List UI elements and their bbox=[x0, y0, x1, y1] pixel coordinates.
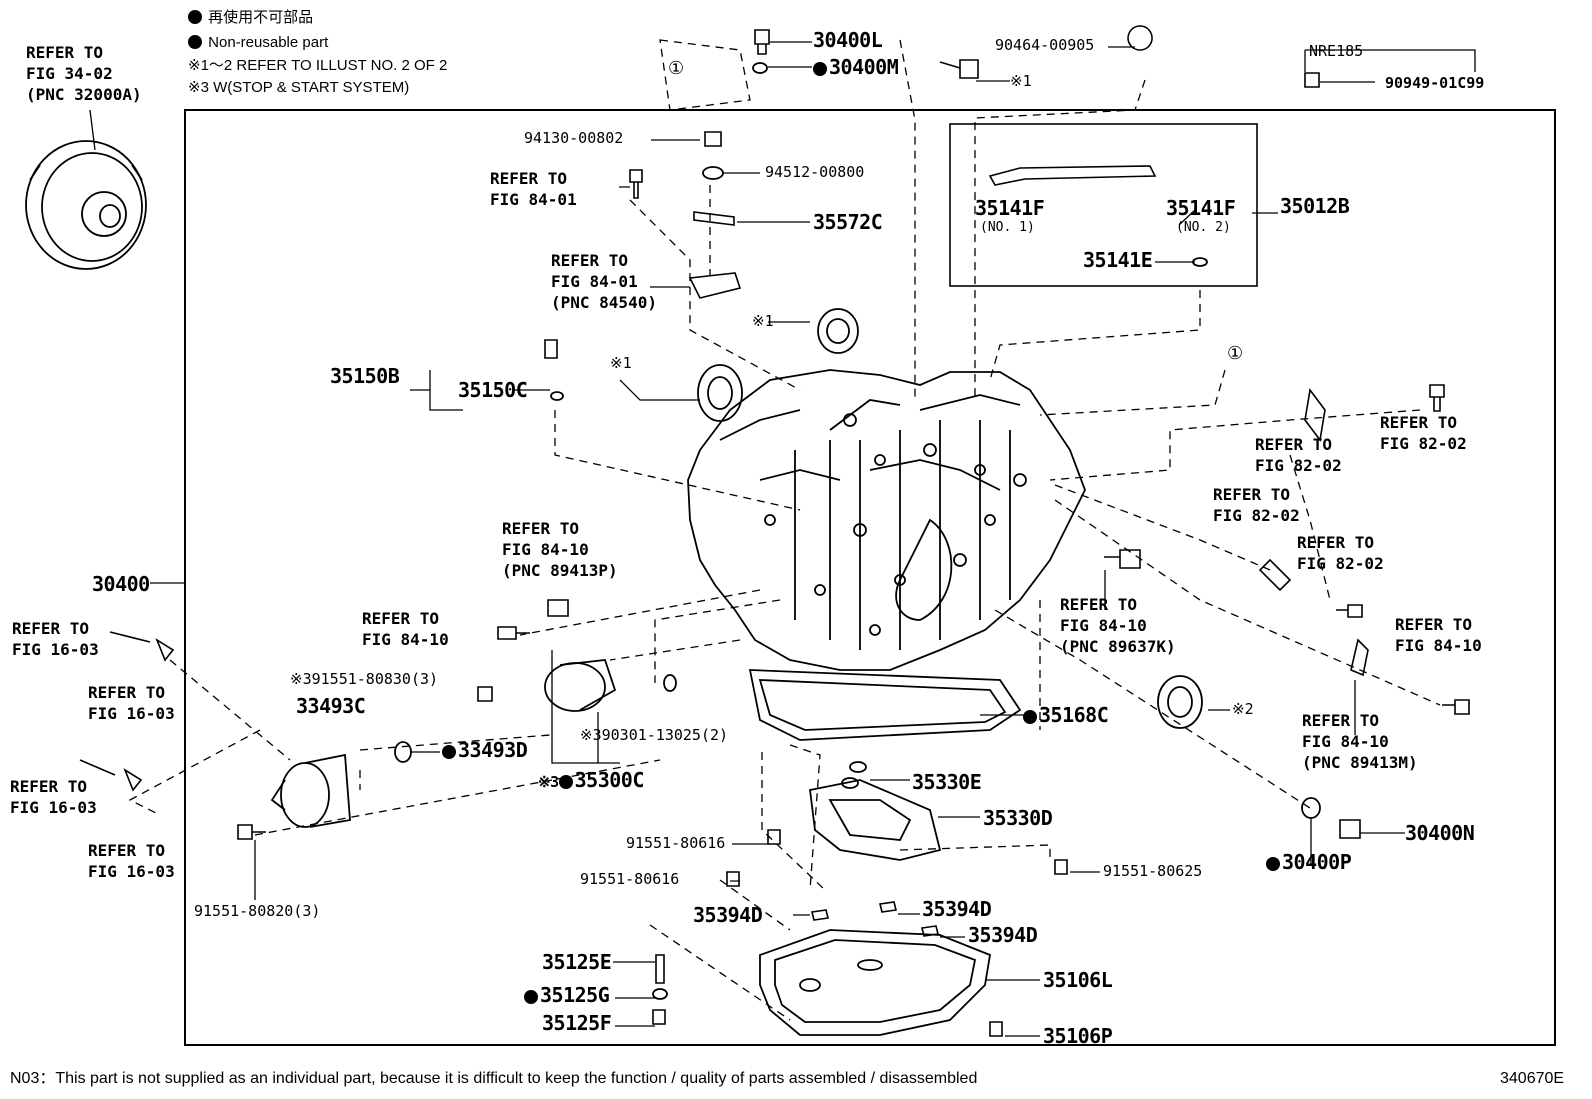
oil-cooler-illustration bbox=[270, 753, 351, 828]
ref-fig8410-right[interactable]: REFER TO FIG 84-10 bbox=[1395, 615, 1482, 655]
oil-strainer-illustration bbox=[809, 777, 942, 861]
footer-note: N03：This part is not supplied as an indi… bbox=[10, 1070, 978, 1087]
non-reusable-dot-icon bbox=[442, 745, 456, 759]
ref-fig8202-b[interactable]: REFER TO FIG 82-02 bbox=[1380, 413, 1467, 453]
non-reusable-dot-icon bbox=[188, 10, 202, 24]
leader-lines bbox=[89, 41, 1476, 1037]
model-nre185: NRE185 bbox=[1309, 42, 1364, 60]
ref-fig8401-b[interactable]: REFER TO FIG 84-01 (PNC 84540) bbox=[551, 251, 657, 312]
legend-jp: 再使用不可部品 bbox=[188, 10, 313, 25]
part-35141F-no1[interactable]: 35141F bbox=[975, 196, 1045, 220]
part-35394D-b[interactable]: 35394D bbox=[922, 897, 992, 921]
legend-en: Non-reusable part bbox=[188, 35, 328, 50]
part-33493D[interactable]: 33493D bbox=[442, 740, 528, 760]
group-box-35012B bbox=[949, 123, 1258, 287]
ref-fig8202-a[interactable]: REFER TO FIG 82-02 bbox=[1255, 435, 1342, 475]
label-no2: (NO. 2) bbox=[1176, 220, 1231, 235]
ref-fig8410-p[interactable]: REFER TO FIG 84-10 (PNC 89413P) bbox=[502, 519, 618, 580]
part-35150C[interactable]: 35150C bbox=[458, 378, 528, 402]
non-reusable-dot-icon bbox=[1266, 857, 1280, 871]
ref-fig8202-d[interactable]: REFER TO FIG 82-02 bbox=[1297, 533, 1384, 573]
oil-pump-illustration bbox=[544, 659, 617, 712]
legend-note2: ※3 W(STOP & START SYSTEM) bbox=[188, 79, 410, 96]
ref-fig8410-plain[interactable]: REFER TO FIG 84-10 bbox=[362, 609, 449, 649]
part-90301-13025[interactable]: ※390301-13025(2) bbox=[580, 726, 729, 744]
part-30400[interactable]: 30400 bbox=[92, 572, 150, 596]
non-reusable-dot-icon bbox=[1023, 710, 1037, 724]
ref-fig8410-k[interactable]: REFER TO FIG 84-10 (PNC 89637K) bbox=[1060, 595, 1176, 656]
note-x1-seal: ※1 bbox=[752, 312, 774, 330]
part-91551-80625[interactable]: 91551-80625 bbox=[1103, 862, 1203, 880]
part-35012B[interactable]: 35012B bbox=[1280, 194, 1350, 218]
torque-converter-illustration bbox=[25, 140, 147, 270]
part-90949-01C99[interactable]: 90949-01C99 bbox=[1385, 74, 1485, 92]
label-no1: (NO. 1) bbox=[980, 220, 1035, 235]
part-35150B[interactable]: 35150B bbox=[330, 364, 400, 388]
part-35141F-no2[interactable]: 35141F bbox=[1166, 196, 1236, 220]
ref-fig1603-b[interactable]: REFER TO FIG 16-03 bbox=[88, 683, 175, 723]
transaxle-case-illustration bbox=[687, 369, 1086, 741]
ref-fig8401-a[interactable]: REFER TO FIG 84-01 bbox=[490, 169, 577, 209]
part-91551-80616-a[interactable]: 91551-80616 bbox=[626, 834, 726, 852]
oil-pan-illustration bbox=[759, 929, 992, 1036]
part-30400L[interactable]: 30400L bbox=[813, 28, 883, 52]
part-35106L[interactable]: 35106L bbox=[1043, 968, 1113, 992]
figure-code: 340670E bbox=[1500, 1070, 1565, 1087]
non-reusable-dot-icon bbox=[188, 35, 202, 49]
part-91551-80616-b[interactable]: 91551-80616 bbox=[580, 870, 680, 888]
part-35572C[interactable]: 35572C bbox=[813, 210, 883, 234]
legend-note1: ※1～2 REFER TO ILLUST NO. 2 OF 2 bbox=[188, 57, 448, 74]
part-35330E[interactable]: 35330E bbox=[912, 770, 982, 794]
ref-fig1603-c[interactable]: REFER TO FIG 16-03 bbox=[10, 777, 97, 817]
fasteners bbox=[79, 25, 1470, 1037]
ref-fig1603-d[interactable]: REFER TO FIG 16-03 bbox=[88, 841, 175, 881]
part-35125G[interactable]: 35125G bbox=[524, 985, 610, 1005]
part-94130-00802[interactable]: 94130-00802 bbox=[524, 129, 624, 147]
circle-marker-1-right: ① bbox=[1227, 343, 1244, 364]
part-30400P[interactable]: 30400P bbox=[1266, 852, 1352, 872]
part-30400N[interactable]: 30400N bbox=[1405, 821, 1475, 845]
part-35125E[interactable]: 35125E bbox=[542, 950, 612, 974]
part-94512-00800[interactable]: 94512-00800 bbox=[765, 163, 865, 181]
part-90464-00905[interactable]: 90464-00905 bbox=[995, 36, 1095, 54]
non-reusable-dot-icon bbox=[558, 775, 573, 789]
part-35330D[interactable]: 35330D bbox=[983, 806, 1053, 830]
circle-marker-1-top: ① bbox=[668, 58, 685, 79]
part-35125F[interactable]: 35125F bbox=[542, 1011, 612, 1035]
dashed-assembly-lines bbox=[128, 39, 1441, 1021]
part-91551-80830[interactable]: ※391551-80830(3) bbox=[290, 670, 439, 688]
part-91551-80820[interactable]: 91551-80820(3) bbox=[194, 902, 321, 920]
note-x1-top: ※1 bbox=[1010, 72, 1032, 90]
main-frame bbox=[184, 109, 1556, 1046]
ref-fig8202-c[interactable]: REFER TO FIG 82-02 bbox=[1213, 485, 1300, 525]
ref-converter[interactable]: REFER TO FIG 34-02 (PNC 32000A) bbox=[26, 43, 142, 104]
part-35141E[interactable]: 35141E bbox=[1083, 248, 1153, 272]
ref-fig1603-a[interactable]: REFER TO FIG 16-03 bbox=[12, 619, 99, 659]
part-35106P[interactable]: 35106P bbox=[1043, 1024, 1113, 1048]
non-reusable-dot-icon bbox=[813, 62, 827, 76]
part-33493C[interactable]: 33493C bbox=[296, 694, 366, 718]
part-35168C[interactable]: 35168C bbox=[1023, 705, 1109, 725]
note-x1-seal2: ※1 bbox=[610, 354, 632, 372]
note-x2: ※2 bbox=[1232, 700, 1254, 718]
part-30400M[interactable]: 30400M bbox=[813, 57, 899, 77]
oil-seals bbox=[394, 62, 1321, 1000]
part-35394D-a[interactable]: 35394D bbox=[693, 903, 763, 927]
part-35394D-c[interactable]: 35394D bbox=[968, 923, 1038, 947]
ref-fig8410-m[interactable]: REFER TO FIG 84-10 (PNC 89413M) bbox=[1302, 711, 1418, 772]
non-reusable-dot-icon bbox=[524, 990, 538, 1004]
